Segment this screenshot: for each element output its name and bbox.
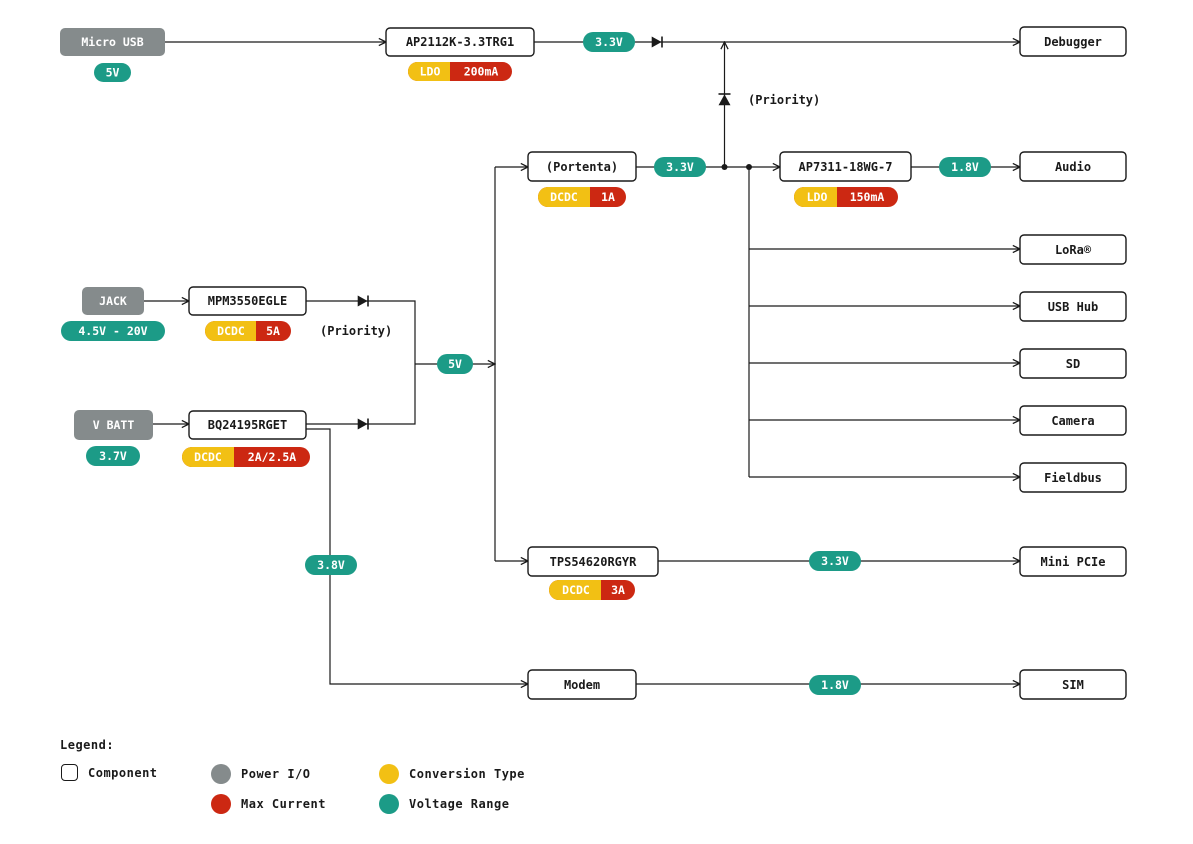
svg-text:5V: 5V	[106, 66, 120, 80]
junction-dot	[721, 164, 728, 170]
legend-voltage-range: Voltage Range	[379, 794, 509, 814]
component-tps54620: TPS54620RGYR	[527, 546, 659, 577]
svg-text:150mA: 150mA	[850, 190, 885, 204]
svg-text:1.8V: 1.8V	[821, 678, 849, 692]
power-input-jack: JACK	[82, 287, 144, 315]
power-input-label: Micro USB	[81, 35, 143, 49]
svg-text:Modem: Modem	[564, 678, 600, 692]
svg-text:MPM3550EGLE: MPM3550EGLE	[208, 294, 287, 308]
output-debugger: Debugger	[1019, 26, 1127, 57]
svg-text:USB Hub: USB Hub	[1048, 300, 1099, 314]
svg-text:AP7311-18WG-7: AP7311-18WG-7	[799, 160, 893, 174]
current-swatch	[211, 794, 231, 814]
junction-dot	[746, 164, 752, 170]
power-input-micro-usb: Micro USB	[60, 28, 165, 56]
spec-badge: LDO 150mA	[794, 187, 898, 207]
svg-text:200mA: 200mA	[464, 65, 499, 79]
legend-max-current: Max Current	[211, 794, 326, 814]
rail-pill: 3.3V	[809, 551, 861, 571]
svg-text:DCDC: DCDC	[217, 324, 245, 338]
rail-pill: 1.8V	[809, 675, 861, 695]
rail-pill: 3.3V	[583, 32, 635, 52]
component-modem: Modem	[527, 669, 637, 700]
svg-text:1A: 1A	[601, 190, 615, 204]
svg-text:SD: SD	[1066, 357, 1080, 371]
legend-title: Legend:	[60, 738, 115, 752]
output-fieldbus: Fieldbus	[1019, 462, 1127, 493]
svg-text:Debugger: Debugger	[1044, 35, 1102, 49]
legend-conversion-type: Conversion Type	[379, 764, 525, 784]
svg-text:5V: 5V	[448, 357, 462, 371]
svg-text:AP2112K-3.3TRG1: AP2112K-3.3TRG1	[406, 35, 514, 49]
voltage-pill: 3.7V	[86, 446, 140, 466]
svg-text:3.3V: 3.3V	[666, 160, 694, 174]
svg-text:3.3V: 3.3V	[821, 554, 849, 568]
legend-power-io: Power I/O	[211, 764, 311, 784]
component-swatch	[61, 764, 78, 781]
voltage-swatch	[379, 794, 399, 814]
svg-text:Camera: Camera	[1051, 414, 1094, 428]
power-io-swatch	[211, 764, 231, 784]
output-sim: SIM	[1019, 669, 1127, 700]
conversion-swatch	[379, 764, 399, 784]
wire	[306, 364, 416, 425]
voltage-pill: 4.5V - 20V	[61, 321, 165, 341]
spec-badge: DCDC 2A/2.5A	[182, 447, 310, 467]
svg-text:DCDC: DCDC	[562, 583, 590, 597]
legend-component: Component	[61, 764, 158, 781]
wire	[306, 300, 416, 364]
svg-text:2A/2.5A: 2A/2.5A	[248, 450, 297, 464]
component-mpm3550: MPM3550EGLE	[188, 286, 307, 316]
svg-text:LoRa®: LoRa®	[1055, 243, 1092, 257]
svg-text:4.5V - 20V: 4.5V - 20V	[78, 324, 147, 338]
svg-text:3.7V: 3.7V	[99, 449, 127, 463]
svg-text:3A: 3A	[611, 583, 625, 597]
svg-text:DCDC: DCDC	[194, 450, 222, 464]
rail-pill: 3.8V	[305, 555, 357, 575]
spec-badge: DCDC 1A	[538, 187, 626, 207]
diode-icon	[718, 93, 731, 106]
power-input-label: V BATT	[93, 418, 135, 432]
svg-text:LDO: LDO	[807, 190, 828, 204]
spec-badge: DCDC 3A	[549, 580, 635, 600]
component-ap2112k: AP2112K-3.3TRG1	[385, 27, 535, 57]
power-input-label: JACK	[99, 294, 127, 308]
svg-text:BQ24195RGET: BQ24195RGET	[208, 418, 287, 432]
output-usb-hub: USB Hub	[1019, 291, 1127, 322]
component-bq24195: BQ24195RGET	[188, 410, 307, 440]
svg-text:(Portenta): (Portenta)	[546, 160, 618, 174]
svg-text:1.8V: 1.8V	[951, 160, 979, 174]
spec-badge: DCDC 5A	[205, 321, 291, 341]
output-camera: Camera	[1019, 405, 1127, 436]
rail-pill: 3.3V	[654, 157, 706, 177]
component-ap7311: AP7311-18WG-7	[779, 151, 912, 182]
spec-badge: LDO 200mA	[408, 62, 512, 81]
svg-text:Fieldbus: Fieldbus	[1044, 471, 1102, 485]
diode-icon	[357, 418, 369, 430]
voltage-pill: 5V	[94, 63, 131, 82]
output-sd: SD	[1019, 348, 1127, 379]
priority-label: (Priority)	[748, 93, 820, 107]
svg-text:Mini PCIe: Mini PCIe	[1040, 555, 1105, 569]
output-lora: LoRa®	[1019, 234, 1127, 265]
svg-text:SIM: SIM	[1062, 678, 1084, 692]
svg-text:LDO: LDO	[420, 65, 441, 79]
svg-text:5A: 5A	[266, 324, 280, 338]
output-mini-pcie: Mini PCIe	[1019, 546, 1127, 577]
diode-icon	[357, 295, 369, 307]
svg-text:3.3V: 3.3V	[595, 35, 623, 49]
priority-label: (Priority)	[320, 324, 392, 338]
diode-icon	[651, 36, 663, 48]
svg-text:DCDC: DCDC	[550, 190, 578, 204]
svg-text:3.8V: 3.8V	[317, 558, 345, 572]
power-input-vbatt: V BATT	[74, 410, 153, 440]
rail-pill: 1.8V	[939, 157, 991, 177]
svg-text:TPS54620RGYR: TPS54620RGYR	[550, 555, 637, 569]
rail-pill: 5V	[437, 354, 473, 374]
output-audio: Audio	[1019, 151, 1127, 182]
svg-text:Audio: Audio	[1055, 160, 1091, 174]
component-portenta: (Portenta)	[527, 151, 637, 182]
